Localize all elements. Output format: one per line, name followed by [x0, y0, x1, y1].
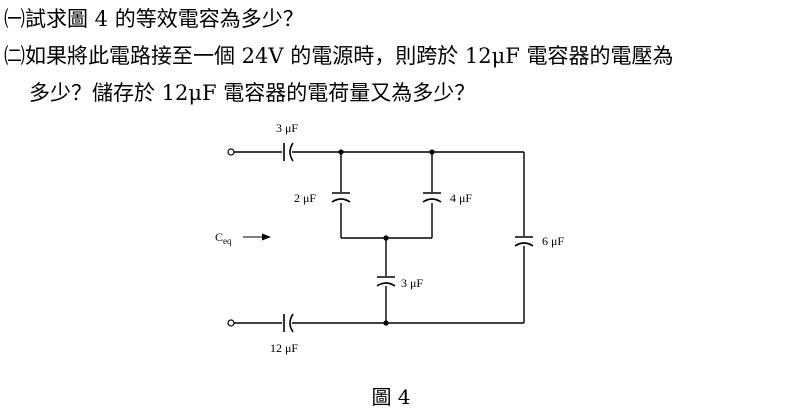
figure-caption: 圖 4: [371, 385, 411, 409]
junction-dot: [338, 149, 344, 155]
question-2-line-2: 多少？儲存於 12μF 電容器的電荷量又為多少？: [29, 81, 476, 105]
label-6uF: 6 μF: [542, 234, 564, 248]
capacitor-2uF: [331, 192, 351, 203]
input-terminal-top: [227, 148, 235, 156]
label-4uF: 4 μF: [450, 191, 472, 205]
capacitor-3uF-top: [283, 142, 294, 162]
input-terminal-bottom: [227, 319, 235, 327]
question-1: ㈠試求圖 4 的等效電容為多少？: [4, 7, 304, 31]
junction-dot: [383, 320, 389, 326]
label-12uF: 12 μF: [270, 341, 298, 355]
label-ceq: Ceq: [215, 230, 232, 246]
junction-dot: [429, 149, 435, 155]
capacitor-6uF: [514, 236, 534, 247]
ceq-arrow: [243, 233, 271, 241]
question-2-line-1: ㈡如果將此電路接至一個 24V 的電源時，則跨於 12μF 電容器的電壓為: [4, 44, 674, 68]
label-3uF-middle: 3 μF: [401, 276, 423, 290]
capacitor-3uF-middle: [376, 276, 396, 287]
capacitor-4uF: [422, 192, 442, 203]
label-2uF: 2 μF: [294, 191, 316, 205]
label-3uF-top: 3 μF: [276, 121, 298, 135]
capacitor-12uF: [283, 313, 294, 333]
circuit-wires: [234, 151, 525, 324]
junction-dot: [383, 235, 389, 241]
